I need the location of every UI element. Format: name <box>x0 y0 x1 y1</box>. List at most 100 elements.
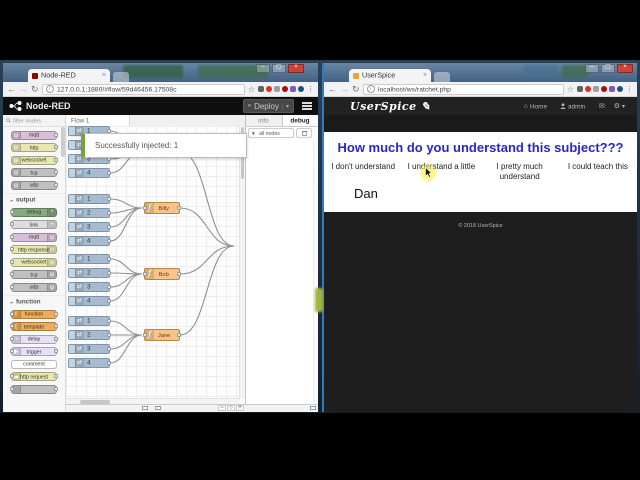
tab-close-icon[interactable]: × <box>101 72 106 79</box>
sidebar-footer-icon[interactable] <box>310 406 316 410</box>
extension-icon[interactable] <box>298 86 304 92</box>
inject-button[interactable] <box>69 195 76 203</box>
inject-button[interactable] <box>69 283 76 291</box>
workspace-tab[interactable]: Flow 1 <box>66 115 130 126</box>
inject-node[interactable]: ⇄1 <box>68 254 111 264</box>
inject-button[interactable] <box>69 141 76 149</box>
extension-icon[interactable] <box>266 86 272 92</box>
back-icon[interactable]: ← <box>7 83 16 94</box>
browser-tab-nodered[interactable]: Node-RED × <box>28 69 110 82</box>
browser-menu-icon[interactable]: ⋮ <box>626 86 633 93</box>
bookmark-star-icon[interactable]: ☆ <box>247 84 255 94</box>
browser-menu-icon[interactable]: ⋮ <box>307 86 314 93</box>
inject-button[interactable] <box>69 331 76 339</box>
main-menu-icon[interactable] <box>302 102 312 110</box>
inject-button[interactable] <box>69 237 76 245</box>
deploy-button[interactable]: » Deploy ▾ <box>242 99 294 113</box>
maximize-button[interactable]: ▢ <box>272 64 286 73</box>
maximize-button[interactable]: ▢ <box>601 64 615 73</box>
inject-node[interactable]: ⇄2 <box>68 208 111 218</box>
zoom-reset-button[interactable]: ○ <box>227 405 235 411</box>
inject-node[interactable]: ⇄4 <box>68 236 111 246</box>
back-icon[interactable]: ← <box>328 83 337 94</box>
tab-info[interactable]: info <box>246 115 283 126</box>
inject-button[interactable] <box>69 297 76 305</box>
answer-option[interactable]: I understand a little <box>407 162 476 171</box>
inject-button[interactable] <box>69 155 76 163</box>
deploy-caret-icon[interactable]: ▾ <box>281 102 289 110</box>
inject-button[interactable] <box>69 255 76 263</box>
palette-node-debug[interactable]: *debug <box>10 207 57 217</box>
palette-node-delay[interactable]: ◔delay <box>10 334 58 344</box>
nav-item-mail[interactable]: ✉ <box>599 102 605 110</box>
tab-debug[interactable]: debug <box>282 115 318 126</box>
extension-icon[interactable] <box>258 86 264 92</box>
inject-node[interactable]: ⇄3 <box>68 344 111 354</box>
navigator-toggle-icon[interactable] <box>142 406 148 410</box>
inject-node[interactable]: ⇄2 <box>68 330 111 340</box>
inject-button[interactable] <box>69 359 76 367</box>
window-titlebar[interactable]: – ▢ × UserSpice × <box>324 63 637 82</box>
new-tab-button[interactable] <box>434 72 450 82</box>
bookmark-star-icon[interactable]: ☆ <box>566 84 574 94</box>
answer-option[interactable]: I pretty much understand <box>496 162 543 182</box>
palette-node-link[interactable]: •link <box>10 220 57 229</box>
extension-icon[interactable] <box>274 86 280 92</box>
palette-node-comment[interactable]: comment <box>11 359 57 369</box>
debug-filter-button[interactable]: ▼ all nodes <box>248 128 294 138</box>
extension-icon[interactable] <box>585 86 591 92</box>
sidebar-scrollbar[interactable] <box>313 139 318 405</box>
nav-item-gear[interactable]: ⚙▾ <box>614 102 625 110</box>
inject-button[interactable] <box>69 223 76 231</box>
extension-icon[interactable] <box>577 86 583 92</box>
forward-icon[interactable]: → <box>19 83 28 94</box>
canvas-hscrollbar[interactable] <box>66 398 240 405</box>
inject-node[interactable]: ⇄3 <box>68 222 111 232</box>
palette-scrollbar[interactable] <box>61 127 65 157</box>
answer-option[interactable]: I could teach this <box>567 162 628 171</box>
extension-icon[interactable] <box>290 86 296 92</box>
inject-node[interactable]: ⇄4 <box>68 358 111 368</box>
tab-close-icon[interactable]: × <box>422 72 427 79</box>
grid-toggle-icon[interactable] <box>155 406 161 410</box>
close-button[interactable]: × <box>288 64 304 73</box>
inject-button[interactable] <box>69 169 76 177</box>
palette-node-template[interactable]: {template <box>10 322 58 331</box>
zoom-out-button[interactable]: − <box>218 405 226 411</box>
palette-search[interactable]: filter nodes <box>3 115 65 127</box>
nav-item-admin[interactable]: admin <box>560 102 590 111</box>
palette-node-trigger[interactable]: ▶trigger <box>10 347 58 356</box>
inject-node[interactable]: ⇄4 <box>68 168 111 178</box>
minimize-button[interactable]: – <box>256 64 270 73</box>
forward-icon[interactable]: → <box>340 83 349 94</box>
inject-button[interactable] <box>69 317 76 325</box>
page-info-icon[interactable]: i <box>366 85 375 93</box>
inject-button[interactable] <box>69 209 76 217</box>
zoom-in-button[interactable]: + <box>236 405 244 411</box>
userspice-brand[interactable]: UserSpice ✎ <box>350 99 431 113</box>
inject-button[interactable] <box>69 345 76 353</box>
inject-node[interactable]: ⇄1 <box>68 194 111 204</box>
extension-icon[interactable] <box>601 86 607 92</box>
palette-node-http response[interactable]: ↩http response <box>10 245 57 254</box>
inject-node[interactable]: ⇄2 <box>68 268 111 278</box>
inject-node[interactable]: ⇄4 <box>68 296 111 306</box>
extension-icon[interactable] <box>282 86 288 92</box>
palette-node-partial[interactable] <box>10 384 58 394</box>
reload-icon[interactable]: ↻ <box>31 83 39 94</box>
close-button[interactable]: × <box>617 64 633 73</box>
minimize-button[interactable]: – <box>585 64 599 73</box>
extension-icon[interactable] <box>593 86 599 92</box>
